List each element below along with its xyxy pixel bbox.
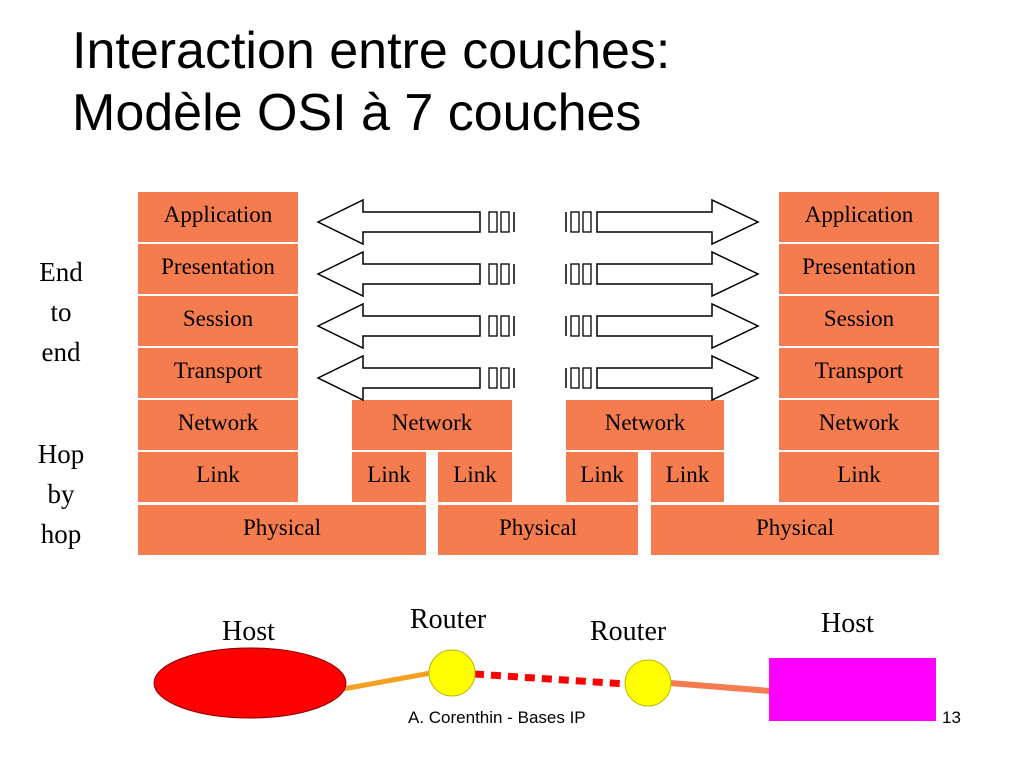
left-network-layer: Network (138, 400, 298, 450)
peer-arrow-session (317, 303, 759, 349)
left-link-layer: Link (138, 452, 298, 502)
left-session-layer: Session (138, 296, 298, 346)
right-transport-layer: Transport (779, 348, 939, 398)
right-application-layer: Application (779, 192, 939, 242)
slide-title: Interaction entre couches: Modèle OSI à … (72, 20, 670, 144)
footer-author: A. Corenthin - Bases IP (408, 708, 586, 727)
hop-by-hop-label: Hop by hop (37, 439, 85, 549)
host-right-label: Host (821, 608, 874, 639)
right-session-layer: Session (779, 296, 939, 346)
end-to-end-label: End to end (39, 257, 83, 367)
physical-layer-1: Physical (138, 505, 426, 555)
host-left-label: Host (222, 616, 275, 647)
link-router2-host (669, 680, 771, 694)
router1-link-right: Link (438, 452, 512, 502)
host-left-shape (153, 647, 347, 719)
link-router1-router2 (473, 670, 627, 688)
right-presentation-layer: Presentation (779, 244, 939, 294)
router2-shape (624, 659, 672, 707)
right-link-layer: Link (779, 452, 939, 502)
router1-label: Router (410, 604, 487, 635)
left-application-layer: Application (138, 192, 298, 242)
left-transport-layer: Transport (138, 348, 298, 398)
router2-link-left: Link (566, 452, 638, 502)
router2-link-right: Link (651, 452, 724, 502)
link-host-router1 (342, 670, 432, 692)
right-network-layer: Network (779, 400, 939, 450)
title-line-2: Modèle OSI à 7 couches (72, 84, 642, 142)
left-presentation-layer: Presentation (138, 244, 298, 294)
router2-label: Router (590, 616, 667, 647)
peer-arrow-transport (317, 355, 759, 401)
router2-network-layer: Network (566, 400, 724, 450)
router1-shape (428, 649, 476, 697)
router1-network-layer: Network (352, 400, 512, 450)
host-right-shape (769, 658, 936, 721)
peer-arrow-presentation (317, 251, 759, 297)
page-number: 13 (942, 708, 961, 727)
physical-layer-2: Physical (438, 505, 638, 555)
peer-arrow-application (317, 199, 759, 245)
title-line-1: Interaction entre couches: (72, 22, 671, 80)
router1-link-left: Link (352, 452, 426, 502)
physical-layer-3: Physical (651, 505, 939, 555)
